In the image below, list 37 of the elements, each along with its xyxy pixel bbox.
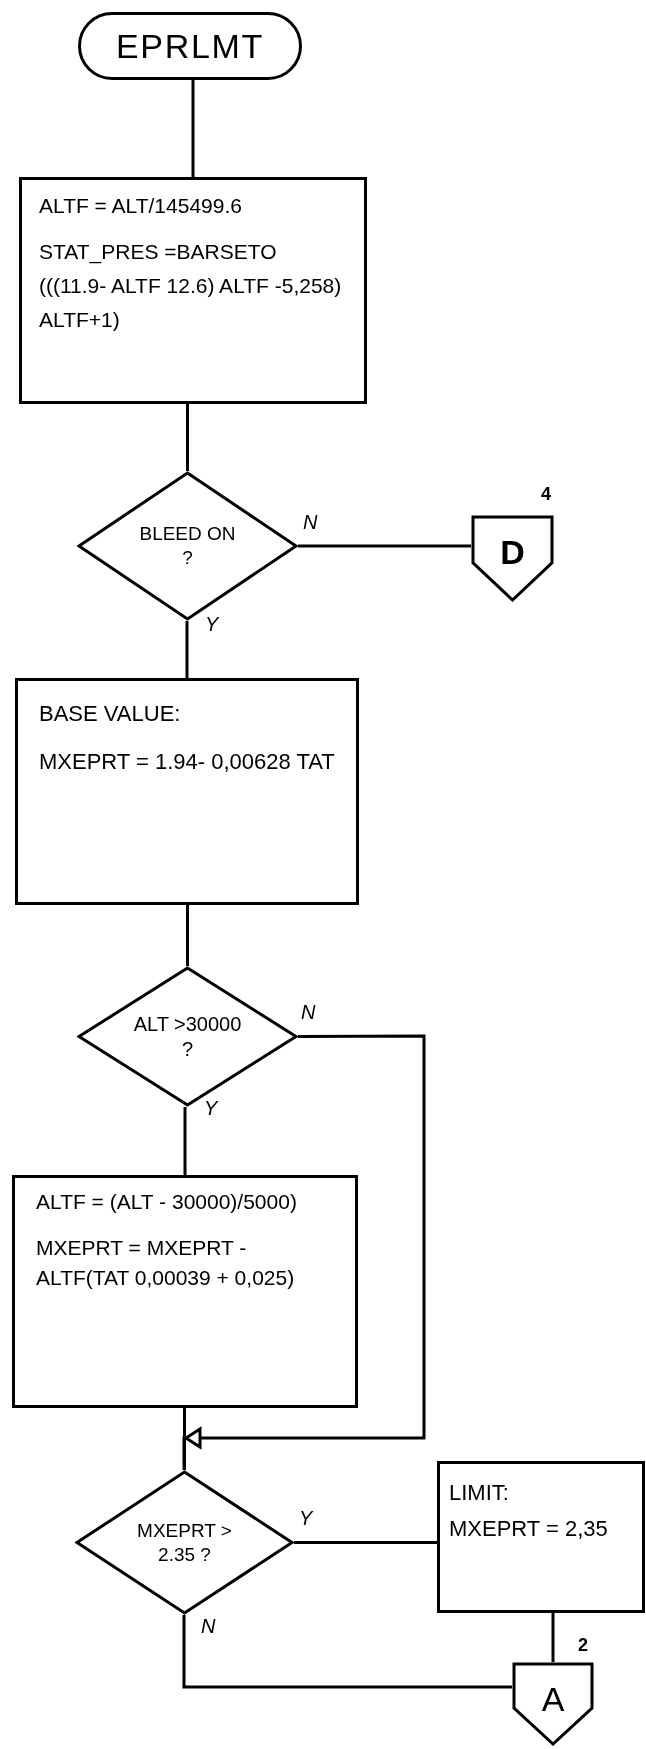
edge-label: N xyxy=(300,1002,317,1022)
node-text: LIMIT: xyxy=(449,1479,510,1507)
node-text: ALTF = (ALT - 30000)/5000) xyxy=(36,1189,298,1215)
node-text: EPRLMT xyxy=(115,25,265,67)
connector-line xyxy=(191,80,195,177)
connector-line xyxy=(185,621,189,678)
node-text: A xyxy=(541,1679,565,1720)
connector-line xyxy=(183,1408,186,1470)
connector-line xyxy=(294,1541,437,1544)
connector-line xyxy=(186,905,189,966)
node-text: MXEPRT = 2,35 xyxy=(449,1515,609,1543)
process-box xyxy=(12,1175,358,1408)
edge-label: N xyxy=(302,512,319,532)
process-box xyxy=(437,1461,645,1613)
node-text: BLEED ON ? xyxy=(138,522,237,570)
node-text: MXEPRT = MXEPRT - ALTF(TAT 0,00039 + 0,025) xyxy=(36,1235,296,1291)
node-text: D xyxy=(500,532,525,573)
edge-label: Y xyxy=(203,1098,219,1118)
process-box xyxy=(15,678,359,905)
node-text: MXEPRT > 2.35 ? xyxy=(136,1518,233,1567)
connector-line xyxy=(551,1613,555,1662)
connector-line xyxy=(298,544,471,548)
edge-label: N xyxy=(200,1616,217,1636)
node-text: BASE VALUE: xyxy=(39,700,182,728)
node-text: ALT >30000 ? xyxy=(133,1011,242,1062)
connector-line xyxy=(183,1107,187,1175)
node-text: ALTF = ALT/145499.6 xyxy=(39,193,243,219)
edge-label: Y xyxy=(204,614,220,634)
node-text: STAT_PRES =BARSETO (((11.9- ALTF 12.6) ALTF -5,258) ALTF+1) xyxy=(39,239,343,333)
process-box xyxy=(19,177,367,404)
decision-diamond xyxy=(75,1470,294,1615)
callout-number: 2 xyxy=(578,1636,588,1654)
connector-line xyxy=(186,404,189,471)
connector-line xyxy=(182,1615,512,1689)
callout-number: 4 xyxy=(541,485,551,503)
node-text: MXEPRT = 1.94- 0,00628 TAT xyxy=(39,748,335,776)
edge-label: Y xyxy=(298,1508,314,1528)
